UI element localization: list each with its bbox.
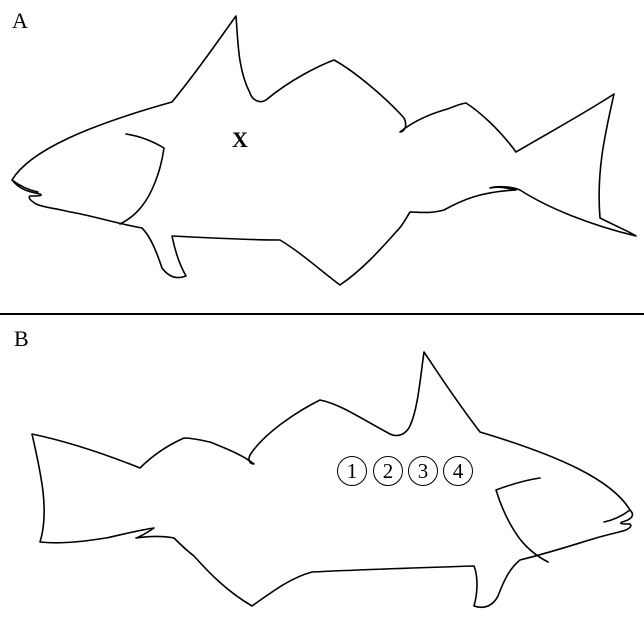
sample-position-4: 4 (443, 456, 473, 486)
panel-a-label: A (12, 8, 28, 33)
sample-marker-x: X (232, 127, 248, 152)
sample-position-3: 3 (408, 456, 438, 486)
fish-b-gill (495, 477, 549, 563)
fish-b-mouth (603, 509, 631, 523)
fish-b-body (31, 351, 634, 609)
fish-outline-a (11, 15, 637, 286)
panel-divider (0, 313, 644, 315)
fish-a-body (11, 15, 637, 286)
fish-a-gill (119, 133, 165, 225)
sample-position-2: 2 (373, 456, 403, 486)
panel-b-label: B (14, 326, 29, 351)
fish-a-mouth (11, 179, 39, 193)
sample-position-1: 1 (337, 456, 367, 486)
fish-outline-b (31, 351, 634, 609)
